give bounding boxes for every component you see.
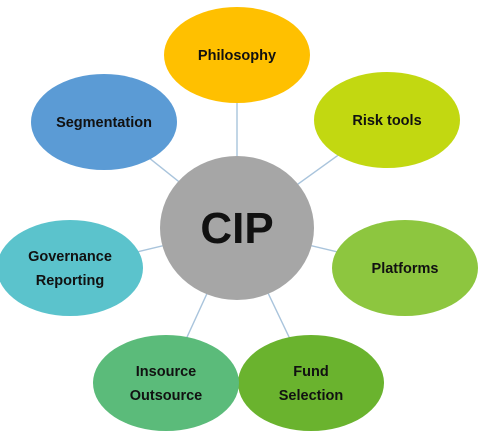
node-risk-tools: Risk tools [314, 72, 460, 168]
center-label: CIP [200, 204, 273, 253]
node-governance-reporting-ellipse [0, 220, 143, 316]
node-segmentation: Segmentation [31, 74, 177, 170]
node-risk-tools-label: Risk tools [352, 113, 421, 129]
center-node-group: CIP [160, 156, 314, 300]
node-platforms-ellipse [332, 220, 478, 316]
node-philosophy-ellipse [164, 7, 310, 103]
node-fund-selection-label: Fund [293, 364, 328, 380]
node-insource-outsource-label: Outsource [130, 388, 203, 404]
node-governance-reporting-label: Governance [28, 249, 112, 265]
node-governance-reporting-label: Reporting [36, 273, 104, 289]
node-philosophy-label: Philosophy [198, 48, 276, 64]
node-insource-outsource-ellipse [93, 335, 239, 431]
center-node [160, 156, 314, 300]
node-segmentation-label: Segmentation [56, 115, 152, 131]
node-philosophy: Philosophy [164, 7, 310, 103]
node-risk-tools-ellipse [314, 72, 460, 168]
node-fund-selection-ellipse [238, 335, 384, 431]
node-fund-selection-label: Selection [279, 388, 343, 404]
node-platforms: Platforms [332, 220, 478, 316]
node-platforms-label: Platforms [372, 261, 439, 277]
node-segmentation-ellipse [31, 74, 177, 170]
node-insource-outsource-label: Insource [136, 364, 196, 380]
